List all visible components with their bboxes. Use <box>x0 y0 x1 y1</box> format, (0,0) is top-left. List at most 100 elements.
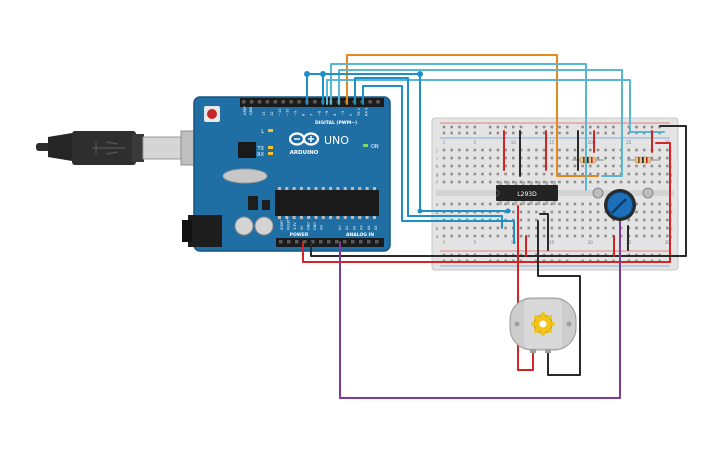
breadboard-hole[interactable] <box>512 172 515 176</box>
breadboard-hole[interactable] <box>612 226 615 230</box>
breadboard-hole[interactable] <box>465 226 469 230</box>
breadboard-hole[interactable] <box>450 156 453 160</box>
breadboard-hole[interactable] <box>535 226 538 230</box>
breadboard-hole[interactable] <box>573 172 577 176</box>
breadboard-hole[interactable] <box>496 164 500 168</box>
breadboard-hole[interactable] <box>442 172 446 176</box>
breadboard-hole[interactable] <box>604 180 607 184</box>
header-pin[interactable] <box>376 100 380 104</box>
breadboard-hole[interactable] <box>627 180 631 184</box>
breadboard-hole[interactable] <box>658 164 661 168</box>
breadboard-hole[interactable] <box>481 202 484 206</box>
header-pin[interactable] <box>319 240 323 244</box>
breadboard-hole[interactable] <box>519 226 523 230</box>
breadboard-hole[interactable] <box>596 234 600 238</box>
rail-hole[interactable] <box>635 125 638 129</box>
breadboard-hole[interactable] <box>550 180 554 184</box>
breadboard-hole[interactable] <box>542 156 546 160</box>
breadboard-hole[interactable] <box>465 202 469 206</box>
breadboard-hole[interactable] <box>442 148 446 152</box>
breadboard-hole[interactable] <box>650 164 654 168</box>
breadboard-hole[interactable] <box>488 234 492 238</box>
breadboard-hole[interactable] <box>573 180 577 184</box>
breadboard-hole[interactable] <box>604 148 607 152</box>
header-pin[interactable] <box>368 100 372 104</box>
breadboard-hole[interactable] <box>527 202 530 206</box>
breadboard-hole[interactable] <box>450 164 453 168</box>
rail-hole[interactable] <box>581 131 584 135</box>
rail-hole[interactable] <box>658 125 661 129</box>
breadboard-hole[interactable] <box>604 164 607 168</box>
breadboard-hole[interactable] <box>465 180 469 184</box>
header-pin[interactable] <box>295 240 299 244</box>
breadboard-hole[interactable] <box>635 148 638 152</box>
rail-hole[interactable] <box>627 131 631 135</box>
header-pin[interactable] <box>311 240 315 244</box>
breadboard-hole[interactable] <box>550 210 554 214</box>
breadboard-hole[interactable] <box>642 148 646 152</box>
breadboard-hole[interactable] <box>565 202 569 206</box>
breadboard-hole[interactable] <box>535 148 538 152</box>
breadboard-hole[interactable] <box>658 218 661 222</box>
breadboard-hole[interactable] <box>496 172 500 176</box>
breadboard-hole[interactable] <box>481 180 484 184</box>
rail-hole[interactable] <box>589 131 592 135</box>
breadboard-hole[interactable] <box>512 202 515 206</box>
breadboard-hole[interactable] <box>488 148 492 152</box>
rail-hole[interactable] <box>458 131 461 135</box>
breadboard-hole[interactable] <box>527 180 530 184</box>
breadboard-hole[interactable] <box>542 202 546 206</box>
breadboard-hole[interactable] <box>650 210 654 214</box>
breadboard-hole[interactable] <box>496 180 500 184</box>
breadboard-hole[interactable] <box>512 210 515 214</box>
breadboard-hole[interactable] <box>535 218 538 222</box>
breadboard-hole[interactable] <box>527 156 530 160</box>
breadboard-hole[interactable] <box>558 164 561 168</box>
rail-hole[interactable] <box>596 131 600 135</box>
rail-hole[interactable] <box>465 131 469 135</box>
breadboard-hole[interactable] <box>527 210 530 214</box>
breadboard-hole[interactable] <box>642 202 646 206</box>
breadboard-hole[interactable] <box>488 180 492 184</box>
breadboard-hole[interactable] <box>635 218 638 222</box>
breadboard-hole[interactable] <box>596 226 600 230</box>
breadboard-hole[interactable] <box>488 172 492 176</box>
breadboard-hole[interactable] <box>596 172 600 176</box>
rail-hole[interactable] <box>512 125 515 129</box>
breadboard-hole[interactable] <box>596 210 600 214</box>
breadboard-hole[interactable] <box>666 218 669 222</box>
breadboard-hole[interactable] <box>596 218 600 222</box>
breadboard-hole[interactable] <box>496 234 500 238</box>
header-pin[interactable] <box>281 100 286 104</box>
breadboard-hole[interactable] <box>550 218 554 222</box>
breadboard-hole[interactable] <box>596 156 600 160</box>
breadboard-hole[interactable] <box>450 148 453 152</box>
breadboard-hole[interactable] <box>565 156 569 160</box>
breadboard-hole[interactable] <box>504 234 507 238</box>
breadboard-hole[interactable] <box>565 234 569 238</box>
header-pin[interactable] <box>289 100 293 104</box>
breadboard-hole[interactable] <box>666 180 669 184</box>
header-pin[interactable] <box>279 240 283 244</box>
breadboard-hole[interactable] <box>642 180 646 184</box>
wire-red-motor[interactable] <box>517 205 534 371</box>
dc-motor[interactable] <box>509 297 577 353</box>
breadboard-hole[interactable] <box>650 202 654 206</box>
breadboard-hole[interactable] <box>589 210 592 214</box>
breadboard-hole[interactable] <box>581 234 584 238</box>
breadboard-hole[interactable] <box>481 172 484 176</box>
breadboard-hole[interactable] <box>666 202 669 206</box>
breadboard-hole[interactable] <box>635 202 638 206</box>
rail-hole[interactable] <box>450 125 453 129</box>
rail-hole[interactable] <box>642 125 646 129</box>
breadboard-hole[interactable] <box>565 172 569 176</box>
breadboard-hole[interactable] <box>666 226 669 230</box>
rail-hole[interactable] <box>504 125 507 129</box>
breadboard-hole[interactable] <box>458 148 461 152</box>
breadboard-hole[interactable] <box>635 172 638 176</box>
l293d-ic[interactable]: L293D <box>495 181 558 205</box>
breadboard-hole[interactable] <box>535 234 538 238</box>
breadboard-hole[interactable] <box>658 156 661 160</box>
breadboard-hole[interactable] <box>589 234 592 238</box>
wire-blue-3[interactable] <box>354 77 503 229</box>
